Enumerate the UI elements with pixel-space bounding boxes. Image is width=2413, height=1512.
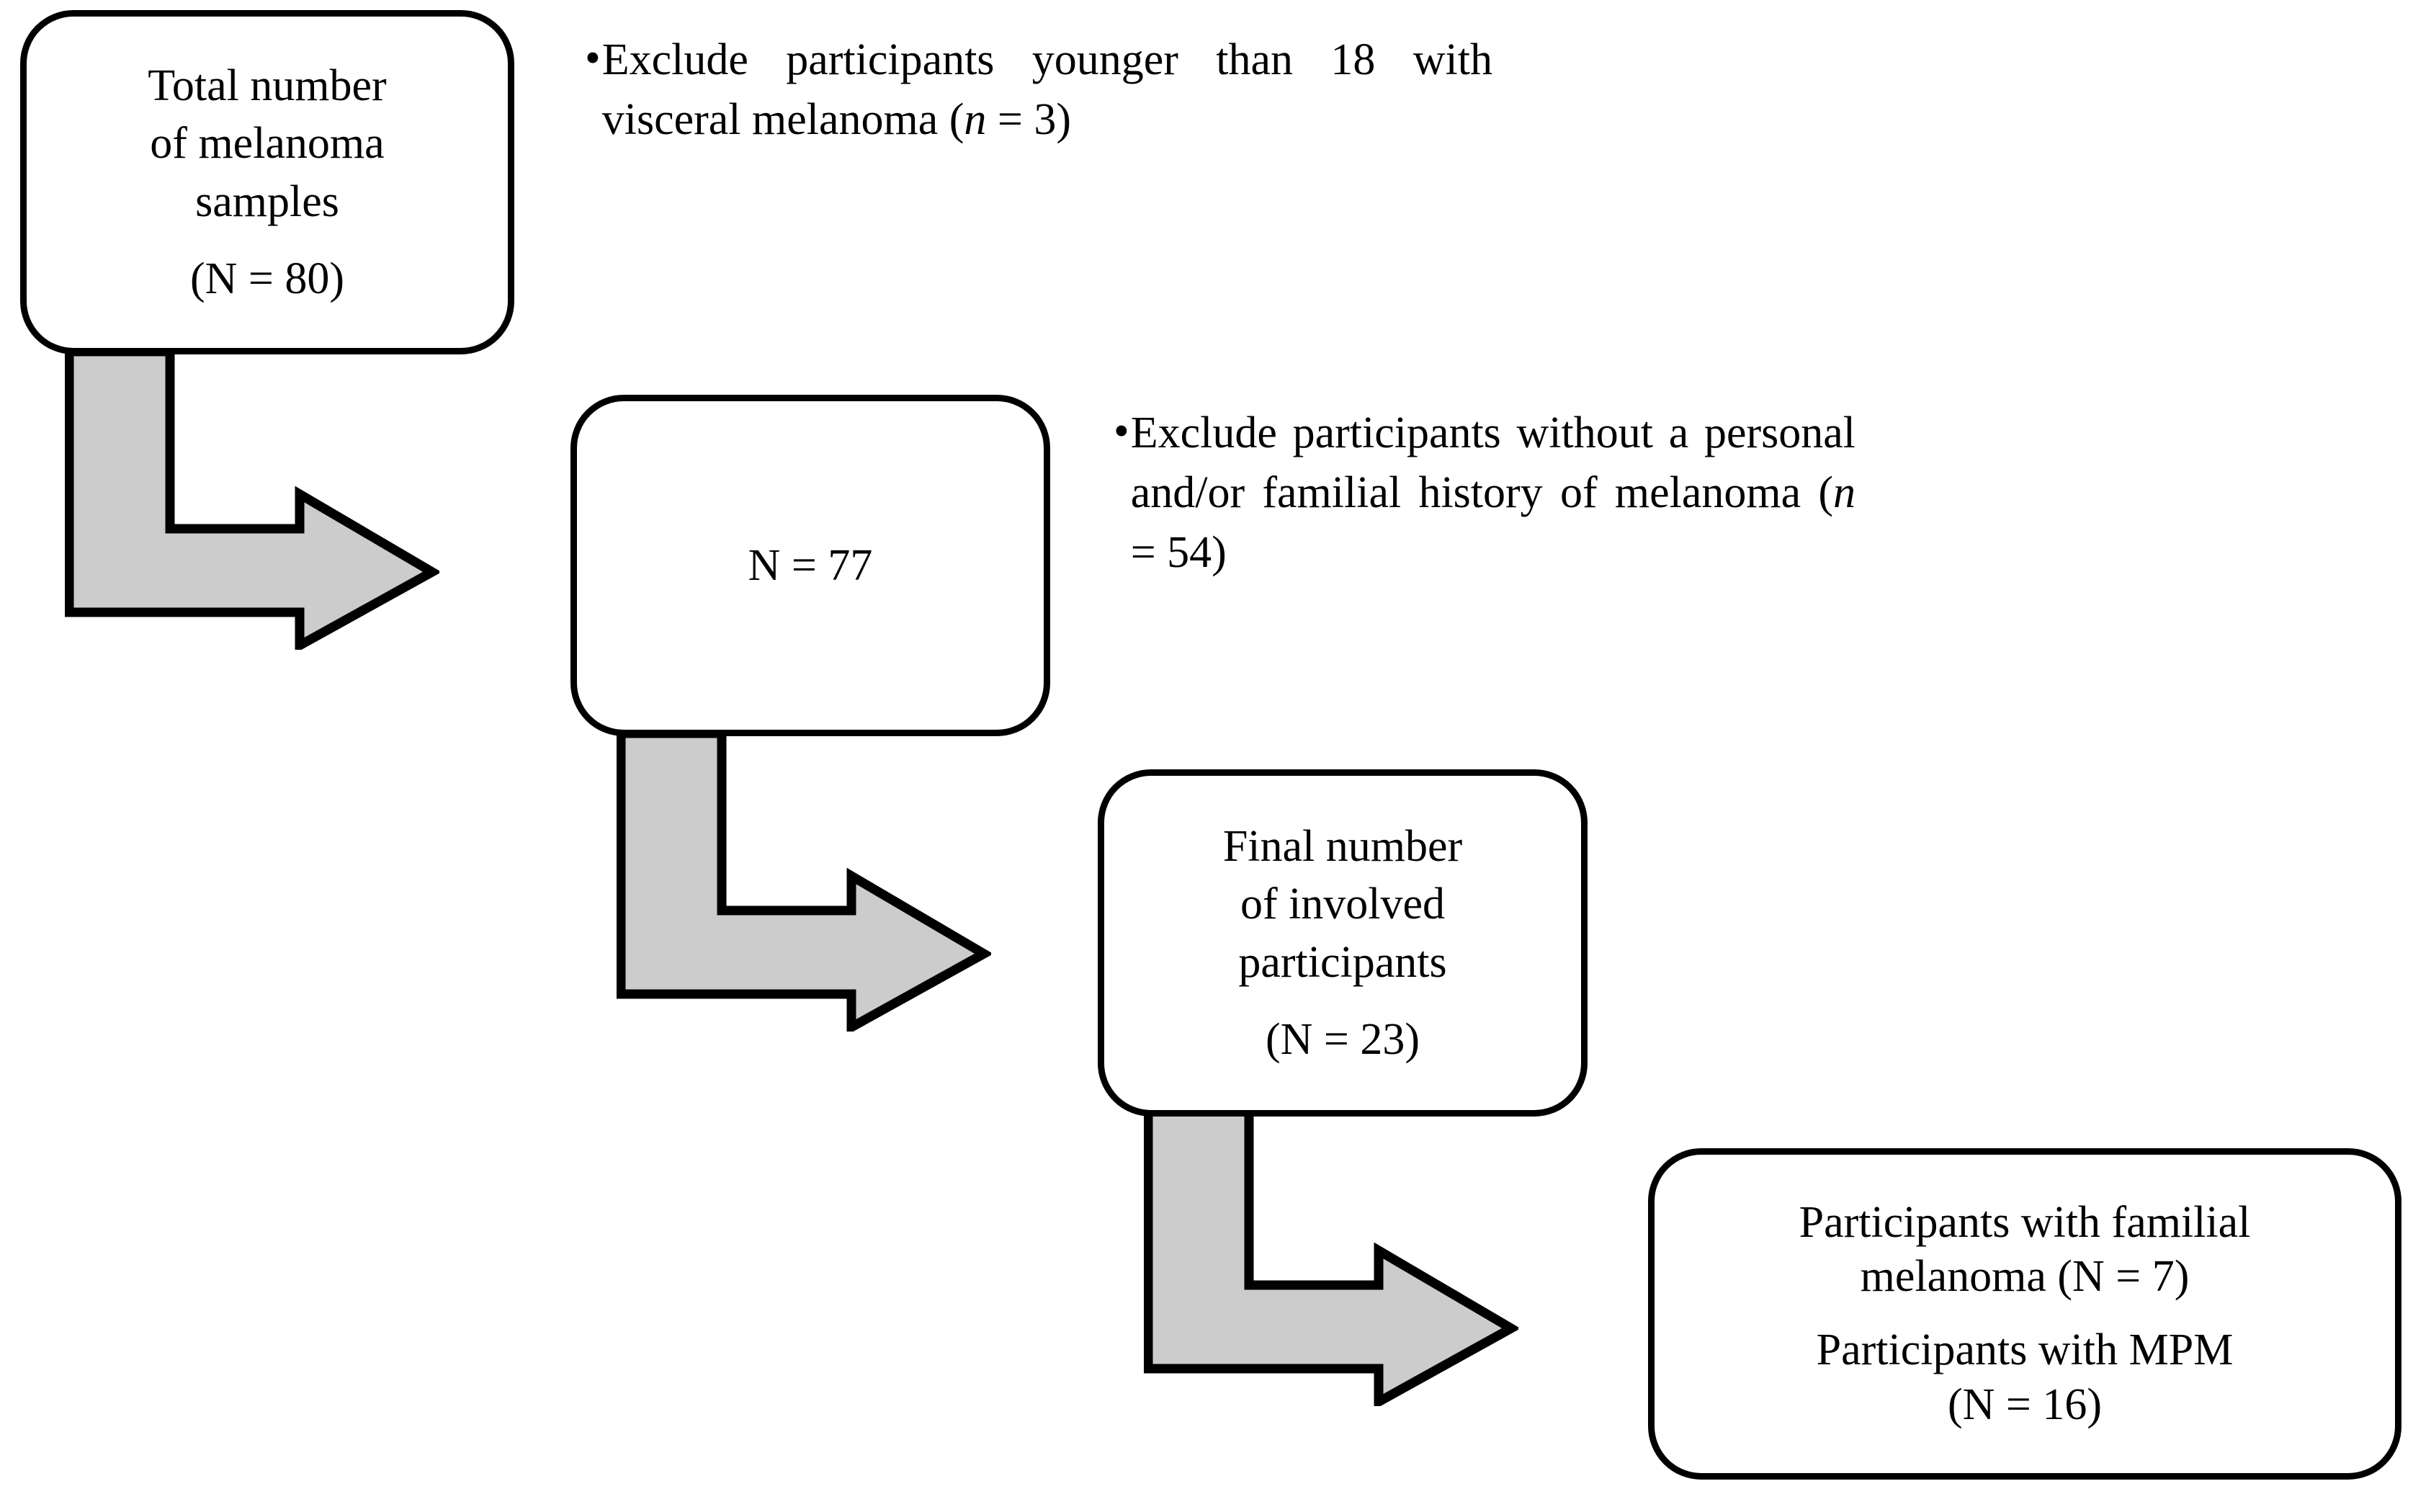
- box-final-line-2: of involved: [1240, 880, 1446, 929]
- note-exclude-young-part2: = 3): [986, 95, 1072, 145]
- box-total-line-1: Total number: [148, 61, 387, 110]
- box-groups-mpm-line-1: Participants with MPM: [1816, 1325, 2234, 1375]
- note-exclude-young-text: Exclude participants younger than 18 wit…: [602, 30, 1492, 150]
- box-groups-familial-line-1: Participants with familial: [1799, 1197, 2251, 1247]
- arrow-n77-to-final: [617, 729, 991, 1032]
- arrow-final-to-groups: [1144, 1104, 1518, 1406]
- box-final-count: (N = 23): [1265, 1014, 1420, 1064]
- box-total-melanoma-samples: Total number of melanoma samples (N = 80…: [20, 10, 514, 354]
- box-groups-familial-line-2: melanoma (N = 7): [1860, 1252, 2190, 1302]
- box-groups-mpm-line-2: (N = 16): [1947, 1379, 2103, 1429]
- bullet-icon: •: [585, 34, 601, 83]
- note-exclude-no-history: • Exclude participants without a persona…: [1114, 403, 1855, 583]
- arrow-total-to-n77: [65, 347, 439, 650]
- note-exclude-young-part1: Exclude participants younger than 18 wit…: [601, 35, 1492, 145]
- box-total-line-2: of melanoma: [150, 119, 385, 169]
- box-final-involved-participants: Final number of involved participants (N…: [1098, 769, 1588, 1117]
- box-total-line-3: samples: [195, 176, 339, 226]
- note-exclude-young-visceral: • Exclude participants younger than 18 w…: [585, 30, 1492, 150]
- note-exclude-young-n-symbol: n: [964, 95, 987, 145]
- box-participant-groups: Participants with familial melanoma (N =…: [1648, 1148, 2401, 1480]
- note-exclude-no-history-n-symbol: n: [1833, 468, 1855, 518]
- note-exclude-no-history-text: Exclude participants without a personal …: [1131, 403, 1855, 583]
- box-final-line-1: Final number: [1222, 821, 1463, 871]
- box-total-count: (N = 80): [189, 254, 345, 303]
- note-exclude-no-history-part1: Exclude participants without a personal …: [1130, 408, 1855, 518]
- box-final-line-3: participants: [1238, 937, 1447, 987]
- box-n77-count: N = 77: [748, 540, 873, 590]
- bullet-icon: •: [1114, 407, 1129, 456]
- note-exclude-no-history-part2: = 54): [1130, 528, 1227, 578]
- box-n77: N = 77: [570, 395, 1050, 736]
